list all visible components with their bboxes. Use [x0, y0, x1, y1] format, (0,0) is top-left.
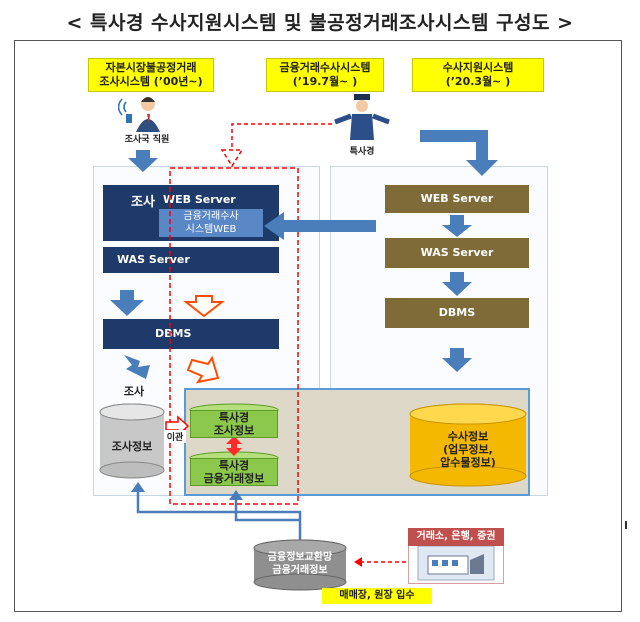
exchange-to-left-db-line [136, 490, 302, 548]
exchange-db-label: 금융정보교환망 금융거래정보 [256, 551, 344, 577]
investigation-db-label: 조사정보 [111, 440, 153, 453]
police-access-line [231, 123, 332, 150]
inner-web-line2: 시스템WEB [185, 224, 237, 235]
green-db-top-line1: 특사경 [218, 411, 250, 424]
case-db-line2: (업무정보, [443, 443, 493, 456]
migration-arrow-2 [186, 355, 220, 384]
left-dbms-box: DBMS [103, 319, 279, 349]
right-to-left-web-arrow [264, 212, 376, 240]
special-police-investigation-db: 특사경 조사정보 [190, 410, 278, 438]
transfer-label: 이관 [164, 430, 186, 443]
financial-investigation-web-box: 금융거래수사 시스템WEB [159, 209, 263, 237]
page-title: < 특사경 수사지원시스템 및 불공정거래조사시스템 구성도 > [66, 12, 574, 34]
diagram-frame [14, 40, 622, 612]
case-db-label: 수사정보 (업무정보, 압수물정보) [412, 430, 524, 469]
police-access-arrow [220, 149, 244, 168]
exchange-db-line2: 금융거래정보 [272, 565, 328, 576]
investigation-group-label: 조사 [123, 385, 145, 398]
middle-header-line1: 금융거래수사시스템 [279, 61, 371, 74]
green-db-bottom-line1: 특사경 [218, 459, 250, 472]
exchange-db-line1: 금융정보교환망 [267, 552, 333, 563]
left-header-line1: 자본시장불공정거래 [105, 61, 197, 74]
inner-web-line1: 금융거래수사 [183, 211, 239, 222]
institution-title: 거래소, 은행, 증권 [408, 528, 504, 546]
investigator-icon [118, 97, 160, 132]
left-was-to-dbms-arrow [110, 290, 144, 316]
migration-arrow-1 [183, 295, 225, 318]
right-web-to-was-arrow [442, 215, 472, 237]
left-header-line2: 조사시스템 (’00년~) [99, 75, 203, 88]
left-dbms-to-db-arrow [124, 355, 150, 379]
exchange-to-green-db-line [234, 498, 300, 522]
special-police-financial-db: 특사경 금융거래정보 [190, 458, 278, 486]
right-dbms-to-db-arrow [442, 348, 472, 372]
case-db-line1: 수사정보 [447, 430, 489, 443]
police-officer-label: 특사경 [349, 147, 375, 157]
migration-boundary [169, 167, 299, 505]
right-was-server-box: WAS Server [385, 238, 529, 268]
left-web-server-label: WEB Server [163, 193, 236, 206]
green-db-bottom-line2: 금융거래정보 [203, 472, 265, 485]
left-web-server-box: 조사 WEB Server 금융거래수사 시스템WEB [103, 185, 279, 241]
case-db-line3: 압수물정보) [440, 456, 496, 469]
left-web-server-prefix: 조사 [131, 195, 155, 210]
police-officer-icon [334, 94, 390, 140]
data-intake-label: 매매장, 원장 입수 [322, 588, 432, 604]
left-actor-down-arrow [128, 150, 158, 172]
middle-header-line2: (’19.7월~ ) [292, 75, 358, 88]
left-system-header: 자본시장불공정거래 조사시스템 (’00년~) [88, 58, 214, 92]
middle-system-header: 금융거래수사시스템 (’19.7월~ ) [266, 58, 384, 92]
left-was-server-box: WAS Server [103, 247, 279, 273]
right-header-line2: (’20.3월~ ) [445, 75, 511, 88]
bidirectional-arrow [226, 436, 242, 456]
right-dbms-box: DBMS [385, 298, 529, 328]
police-to-right-system-arrow [420, 130, 498, 176]
right-web-server-box: WEB Server [385, 185, 529, 213]
green-db-top-line2: 조사정보 [213, 424, 255, 437]
investigator-label: 조사국 직원 [124, 135, 170, 145]
investigation-db-body [100, 412, 164, 470]
right-was-to-dbms-arrow [442, 272, 472, 296]
right-header-line1: 수사지원시스템 [442, 61, 514, 74]
right-system-header: 수사지원시스템 (’20.3월~ ) [412, 58, 544, 92]
